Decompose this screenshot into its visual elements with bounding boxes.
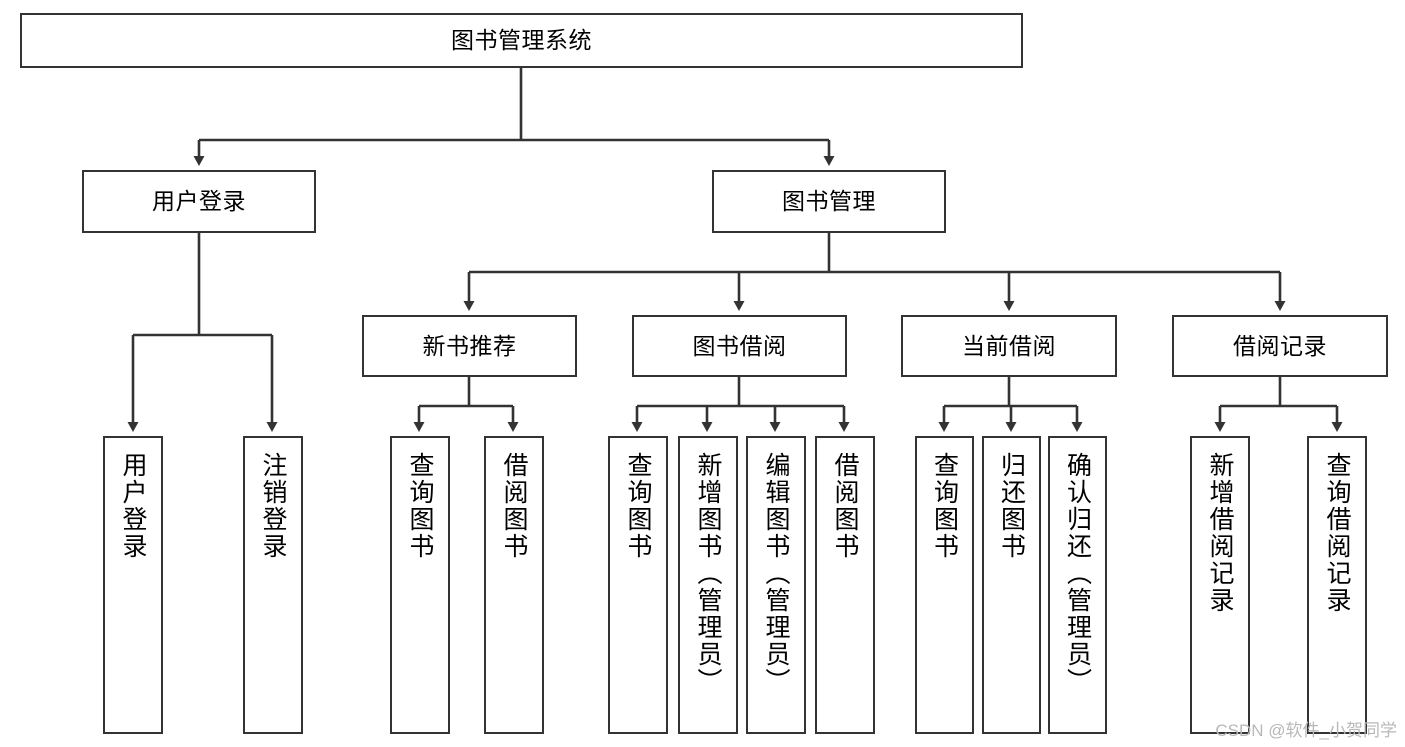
leaf-edit-book[interactable]: 编辑图书（管理员）	[746, 436, 806, 734]
leaf-user-login-label: 用户登录	[119, 452, 147, 560]
leaf-logout-label: 注销登录	[259, 452, 287, 560]
leaf-add-book[interactable]: 新增图书（管理员）	[678, 436, 738, 734]
leaf-borrow-book-2[interactable]: 借阅图书	[815, 436, 875, 734]
leaf-user-login[interactable]: 用户登录	[103, 436, 163, 734]
node-book-borrow[interactable]: 图书借阅	[632, 315, 847, 377]
leaf-query-record-label: 查询借阅记录	[1323, 452, 1351, 614]
node-new-book-rec[interactable]: 新书推荐	[362, 315, 577, 377]
leaf-add-record[interactable]: 新增借阅记录	[1190, 436, 1250, 734]
node-user-login-label: 用户登录	[152, 188, 246, 215]
leaf-return-book-label: 归还图书	[997, 452, 1026, 560]
leaf-logout[interactable]: 注销登录	[243, 436, 303, 734]
node-user-login[interactable]: 用户登录	[82, 170, 316, 233]
node-new-book-rec-label: 新书推荐	[422, 332, 517, 359]
node-current-borrow-label: 当前借阅	[962, 332, 1056, 359]
leaf-borrow-book-1-label: 借阅图书	[500, 452, 528, 560]
leaf-query-book-3-label: 查询图书	[930, 452, 959, 560]
node-book-manage[interactable]: 图书管理	[712, 170, 946, 233]
node-borrow-record[interactable]: 借阅记录	[1172, 315, 1388, 377]
leaf-confirm-return-label: 确认归还（管理员）	[1063, 452, 1092, 695]
node-borrow-record-label: 借阅记录	[1233, 332, 1327, 359]
leaf-query-book-1-label: 查询图书	[406, 452, 434, 560]
leaf-query-book-1[interactable]: 查询图书	[390, 436, 450, 734]
node-book-borrow-label: 图书借阅	[692, 332, 787, 359]
leaf-edit-book-label: 编辑图书（管理员）	[762, 452, 790, 695]
leaf-borrow-book-2-label: 借阅图书	[831, 452, 859, 560]
leaf-query-book-2-label: 查询图书	[624, 452, 652, 560]
leaf-add-record-label: 新增借阅记录	[1206, 452, 1234, 614]
leaf-add-book-label: 新增图书（管理员）	[694, 452, 722, 695]
node-current-borrow[interactable]: 当前借阅	[901, 315, 1117, 377]
node-book-manage-label: 图书管理	[782, 188, 876, 215]
leaf-query-record[interactable]: 查询借阅记录	[1307, 436, 1367, 734]
leaf-query-book-2[interactable]: 查询图书	[608, 436, 668, 734]
leaf-return-book[interactable]: 归还图书	[982, 436, 1041, 734]
watermark-text: CSDN @软件_小贺同学	[1215, 721, 1397, 740]
node-root[interactable]: 图书管理系统	[20, 13, 1023, 68]
leaf-confirm-return[interactable]: 确认归还（管理员）	[1048, 436, 1107, 734]
leaf-borrow-book-1[interactable]: 借阅图书	[484, 436, 544, 734]
leaf-query-book-3[interactable]: 查询图书	[915, 436, 974, 734]
node-root-label: 图书管理系统	[451, 27, 592, 54]
